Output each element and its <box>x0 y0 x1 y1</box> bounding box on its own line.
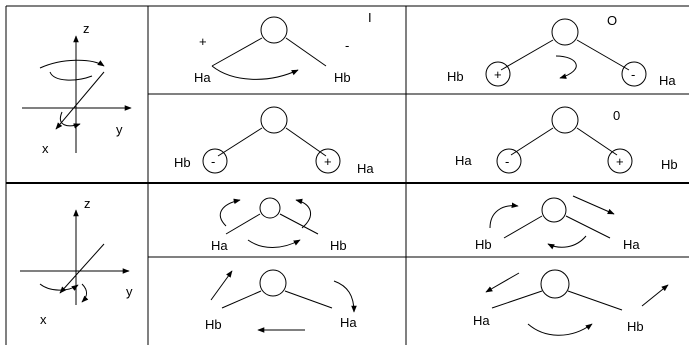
molecule-r4c1 <box>210 269 357 333</box>
axis-label-y-2: y <box>126 284 133 299</box>
table-grid <box>5 5 689 345</box>
atom-label-left: Hb <box>174 155 191 170</box>
sign-right: + <box>324 154 332 169</box>
atom-label-right: Hb <box>334 70 351 85</box>
molecule-r4c2 <box>485 269 669 336</box>
coordinate-axes-bottom <box>20 209 130 305</box>
axis-label-x-2: x <box>40 312 47 327</box>
molecule-r1c2 <box>485 18 647 87</box>
sign-left: + <box>494 67 502 82</box>
minus-sign: - <box>345 38 349 53</box>
atom-label-right: Hb <box>661 157 678 172</box>
atom-label-right: Ha <box>623 237 640 252</box>
atom-label-right: Ha <box>340 315 357 330</box>
atom-label-right: Hb <box>627 319 644 334</box>
atom-label-left: Hb <box>205 317 222 332</box>
axis-label-y: y <box>116 122 123 137</box>
atom-label-left: Ha <box>455 153 472 168</box>
atom-label-left: Ha <box>194 70 211 85</box>
mark-label: O <box>607 13 617 28</box>
plus-sign: + <box>199 34 207 49</box>
sign-left: - <box>211 154 215 169</box>
sign-right: - <box>631 67 635 82</box>
axis-label-z: z <box>83 21 90 36</box>
molecule-r2c2 <box>496 106 633 174</box>
molecule-r1c1 <box>211 16 327 80</box>
atom-label-left: Ha <box>473 313 490 328</box>
axis-label-z-2: z <box>84 196 91 211</box>
mark-label: 0 <box>613 108 620 123</box>
molecule-r3c2 <box>489 195 615 250</box>
sign-right: + <box>616 154 624 169</box>
axis-label-x: x <box>42 141 49 156</box>
atom-label-right: Hb <box>330 238 347 253</box>
molecule-r2c1 <box>202 106 341 174</box>
molecule-r3c1 <box>219 197 319 248</box>
atom-label-left: Ha <box>211 238 228 253</box>
mark-label: I <box>368 10 372 25</box>
atom-label-right: Ha <box>659 73 676 88</box>
atom-label-left: Hb <box>475 237 492 252</box>
atom-label-left: Hb <box>447 69 464 84</box>
sign-left: - <box>505 154 509 169</box>
coordinate-axes-top <box>22 35 132 153</box>
atom-label-right: Ha <box>357 161 374 176</box>
